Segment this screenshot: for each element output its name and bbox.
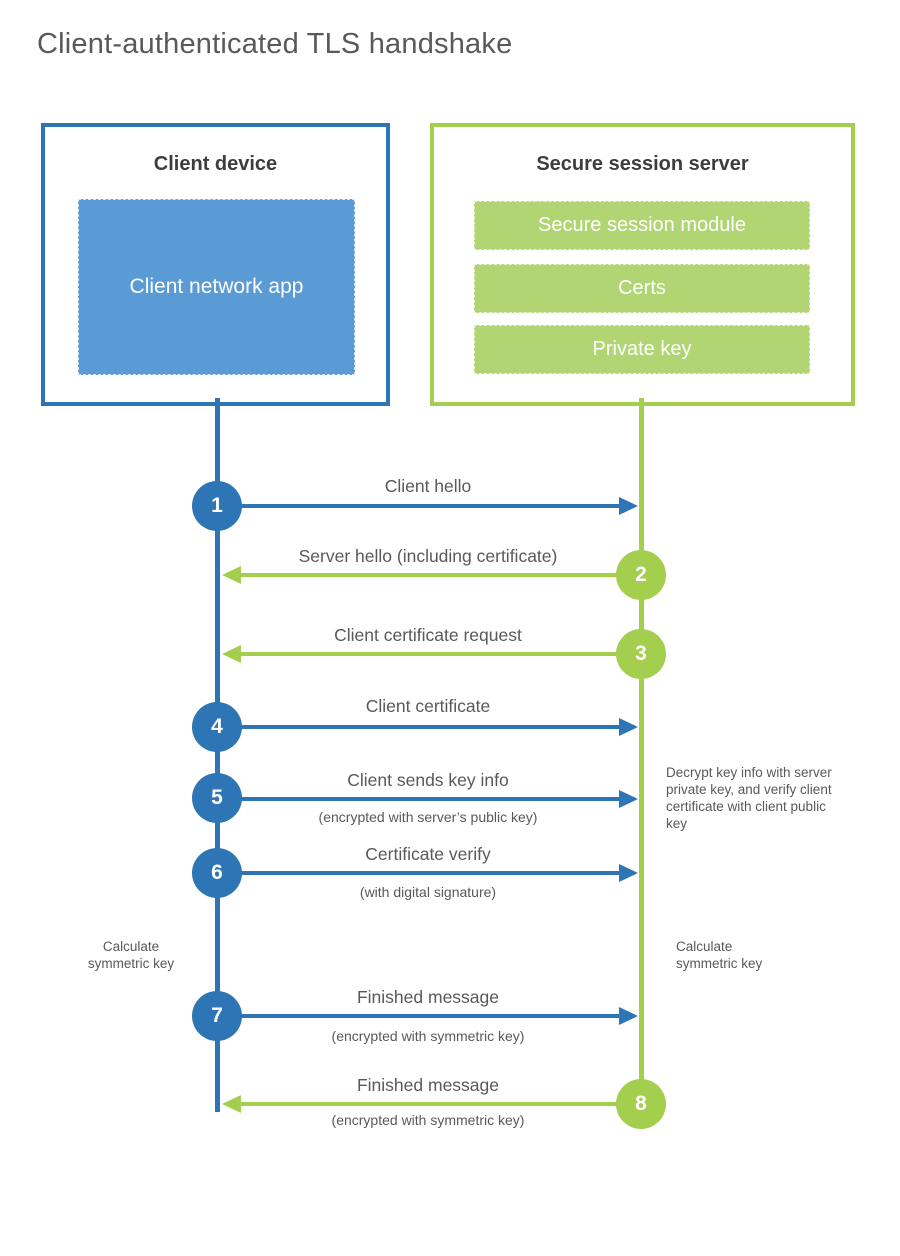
- message-7-arrow-head: [619, 1007, 638, 1025]
- message-2-arrow-shaft: [241, 573, 641, 577]
- step-number-8: 8: [635, 1092, 647, 1115]
- message-7-arrow-shaft: [217, 1014, 619, 1018]
- message-4-label: Client certificate: [365, 696, 491, 716]
- server-module-private-key: Private key: [474, 325, 810, 374]
- note-calculate-symmetric-key-client: Calculate symmetric key: [87, 939, 175, 971]
- step-number-6: 6: [211, 861, 223, 884]
- message-2-arrow-head: [222, 566, 241, 584]
- message-8-label: Finished message: [356, 1075, 500, 1095]
- step-circle-5: 5: [192, 773, 242, 823]
- message-4-arrow-head: [619, 718, 638, 736]
- step-number-2: 2: [635, 563, 647, 586]
- step-circle-2: 2: [616, 550, 666, 600]
- server-module-certs: Certs: [474, 264, 810, 313]
- step-circle-6: 6: [192, 848, 242, 898]
- message-6-label: Certificate verify: [365, 844, 491, 864]
- message-1-arrow-shaft: [217, 504, 619, 508]
- page-title: Client-authenticated TLS handshake: [37, 28, 513, 60]
- message-5-sublabel: (encrypted with server’s public key): [318, 809, 538, 825]
- message-5-arrow-head: [619, 790, 638, 808]
- message-7-label: Finished message: [356, 987, 500, 1007]
- message-3-arrow-head: [222, 645, 241, 663]
- note-calculate-symmetric-key-server: Calculate symmetric key: [676, 939, 763, 971]
- message-2-label: Server hello (including certificate): [298, 546, 558, 566]
- client-device-title: Client device: [153, 153, 278, 175]
- server-module-secure-session: Secure session module: [474, 201, 810, 250]
- step-circle-1: 1: [192, 481, 242, 531]
- message-8-arrow-head: [222, 1095, 241, 1113]
- message-5-label: Client sends key info: [347, 770, 509, 790]
- message-7-sublabel: (encrypted with symmetric key): [331, 1028, 525, 1044]
- step-circle-7: 7: [192, 991, 242, 1041]
- secure-session-server-box: Secure session server Secure session mod…: [430, 123, 855, 406]
- message-6-arrow-shaft: [217, 871, 619, 875]
- message-4-arrow-shaft: [217, 725, 619, 729]
- step-number-4: 4: [211, 715, 223, 738]
- step-number-1: 1: [211, 494, 223, 517]
- client-network-app-label: Client network app: [129, 275, 304, 298]
- secure-session-server-title: Secure session server: [536, 153, 749, 175]
- message-8-arrow-shaft: [241, 1102, 641, 1106]
- client-lifeline: [215, 398, 220, 1112]
- message-3-label: Client certificate request: [334, 625, 522, 645]
- message-3-arrow-shaft: [241, 652, 641, 656]
- message-1-label: Client hello: [384, 476, 472, 496]
- client-network-app-box: Client network app: [78, 199, 355, 375]
- step-circle-3: 3: [616, 629, 666, 679]
- step-circle-8: 8: [616, 1079, 666, 1129]
- client-device-box: Client device Client network app: [41, 123, 390, 406]
- step-number-7: 7: [211, 1004, 223, 1027]
- step-number-5: 5: [211, 786, 223, 809]
- server-lifeline: [639, 398, 644, 1106]
- message-6-sublabel: (with digital signature): [359, 884, 497, 900]
- message-8-sublabel: (encrypted with symmetric key): [331, 1112, 525, 1128]
- step-circle-4: 4: [192, 702, 242, 752]
- message-5-arrow-shaft: [217, 797, 619, 801]
- message-6-arrow-head: [619, 864, 638, 882]
- step-number-3: 3: [635, 642, 647, 665]
- message-1-arrow-head: [619, 497, 638, 515]
- note-decrypt-key-info: Decrypt key info with server private key…: [666, 765, 832, 831]
